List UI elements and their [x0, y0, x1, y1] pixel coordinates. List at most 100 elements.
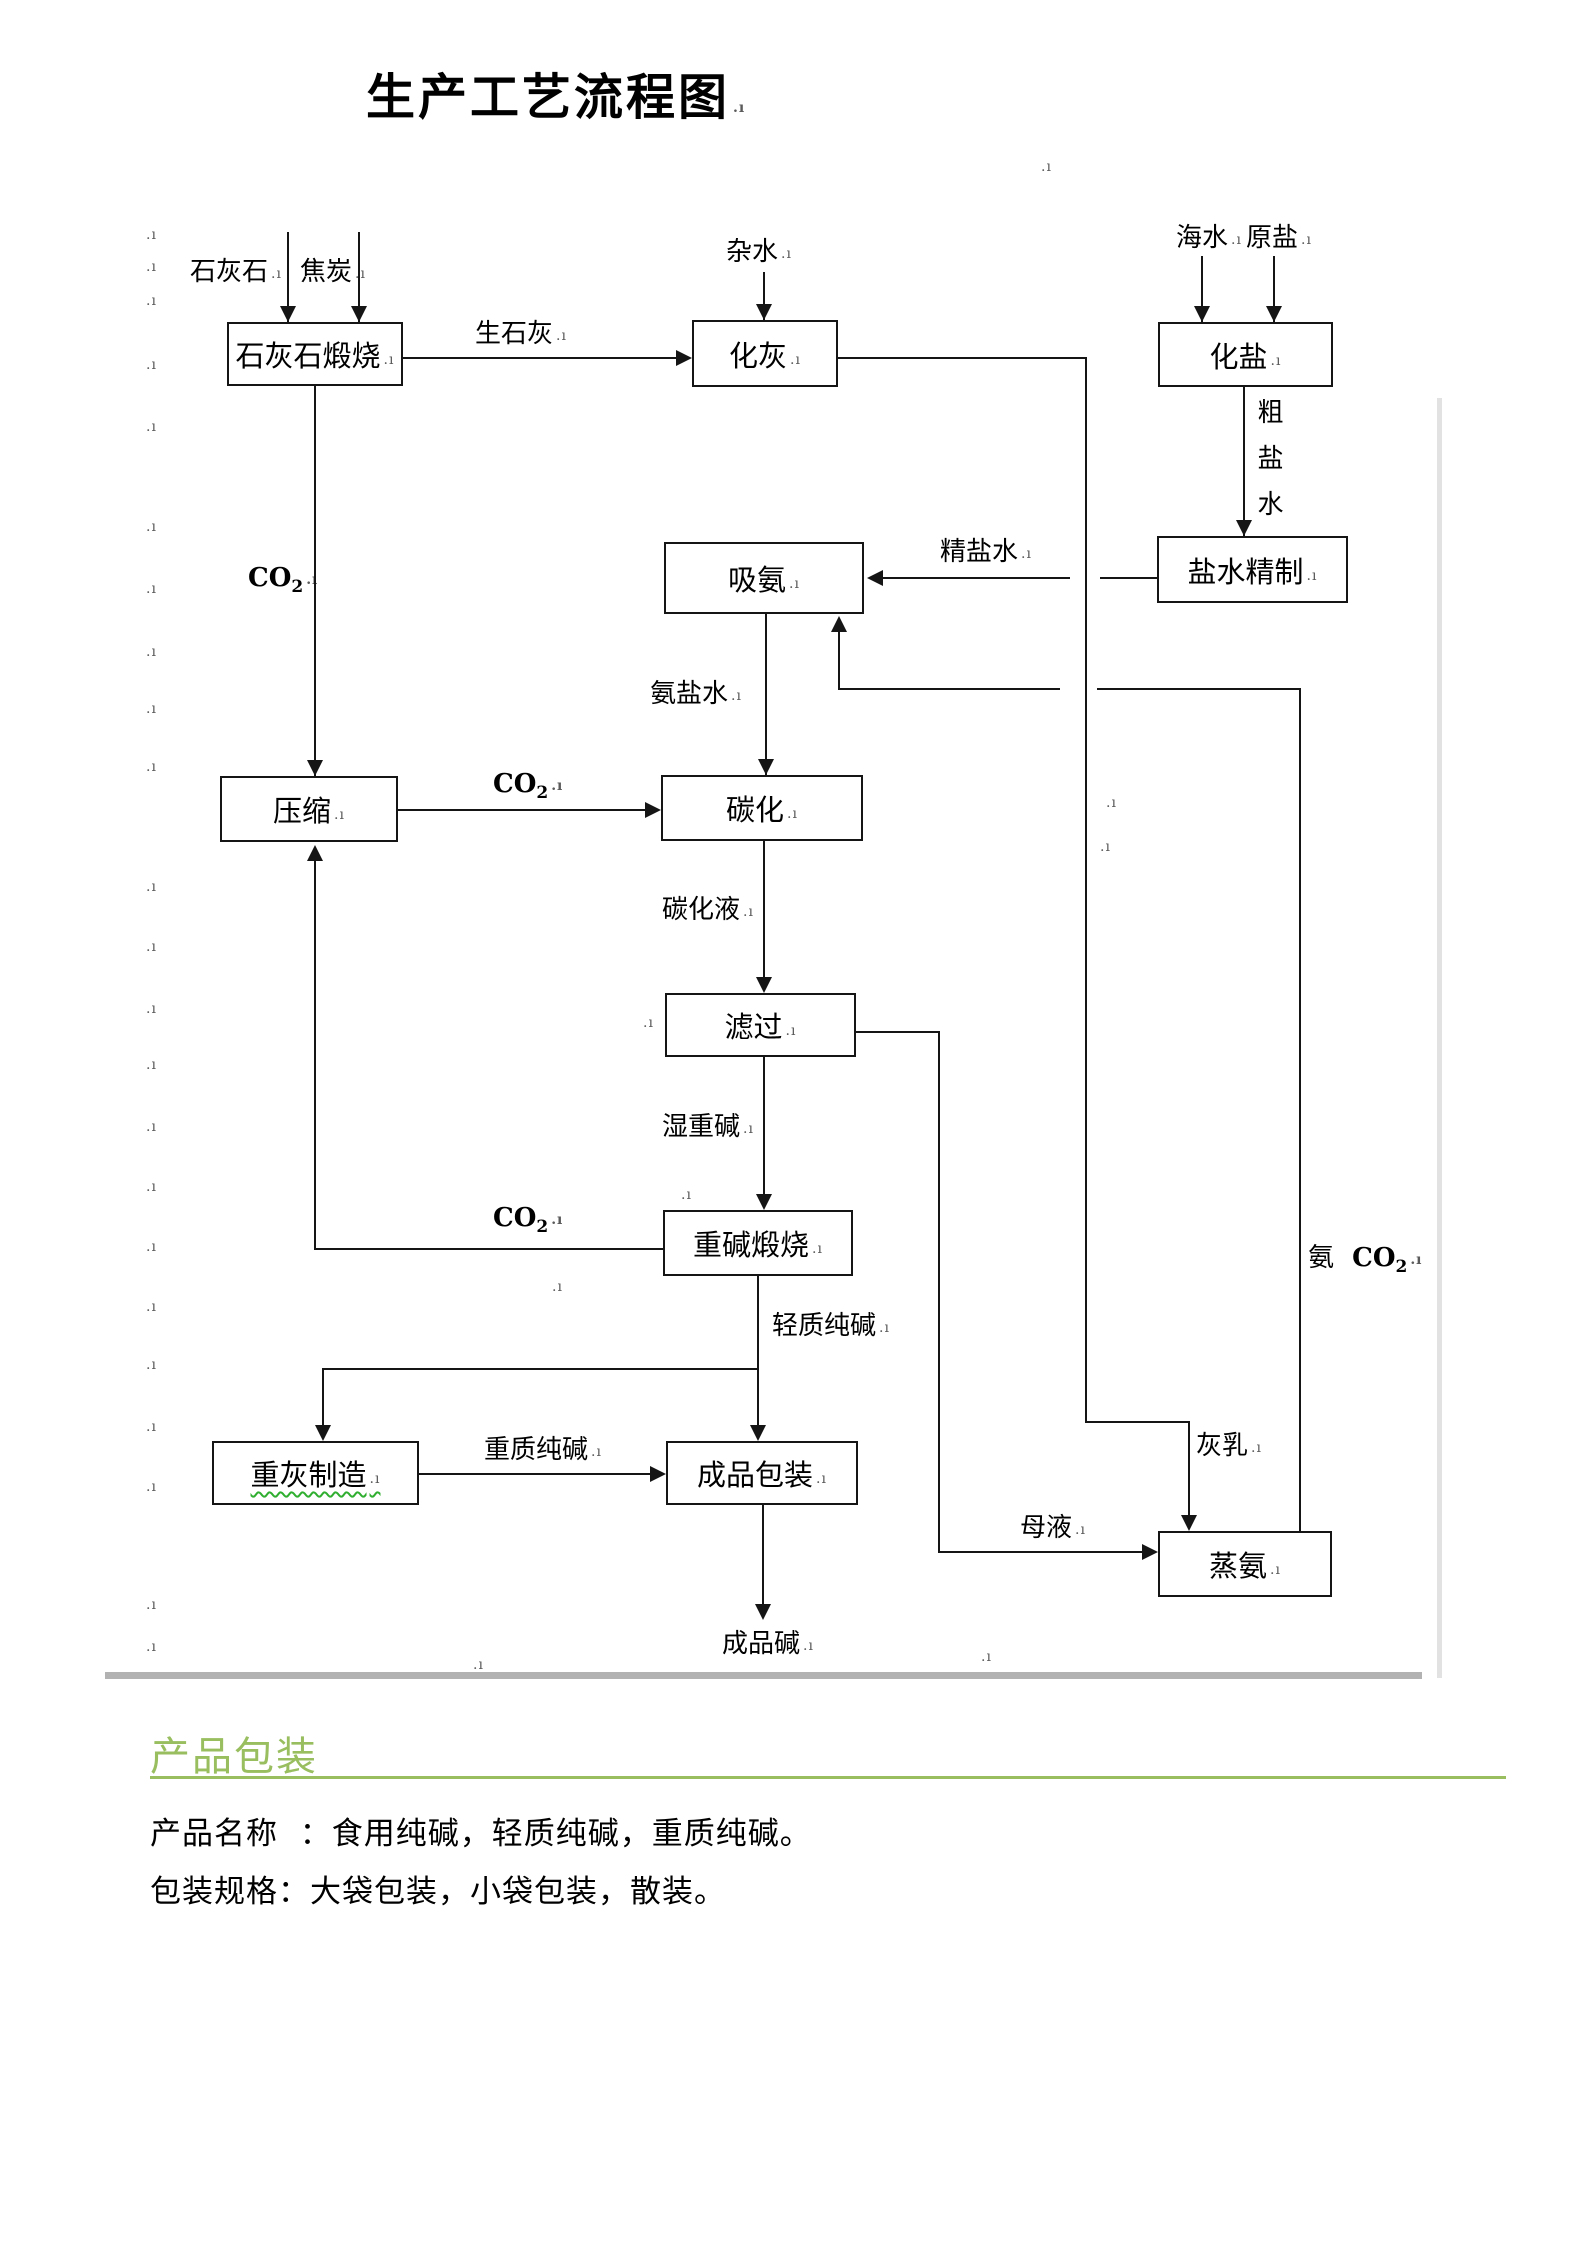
arrowhead [280, 306, 296, 325]
connector-line [838, 628, 840, 689]
arrowhead [645, 802, 664, 818]
arrowhead [864, 570, 883, 586]
arrowhead [315, 1425, 331, 1444]
format-mark: .ı [146, 879, 157, 895]
label-ammoniated-brine: 氨盐水.ı [650, 679, 742, 709]
connector-line [872, 577, 1070, 579]
format-mark: .ı [1041, 159, 1052, 175]
node-heavy-alkali-calcination: 重碱煅烧.ı [663, 1210, 853, 1276]
format-mark: .ı [1106, 795, 1117, 811]
format-mark: .ı [146, 644, 157, 660]
arrowhead [351, 306, 367, 325]
arrowhead [750, 1425, 766, 1444]
arrowhead [1266, 306, 1282, 325]
connector-line [314, 1248, 663, 1250]
format-mark: .ı [146, 519, 157, 535]
node-limestone-calcination: 石灰石煅烧.ı [227, 322, 403, 386]
arrowhead [831, 613, 847, 632]
connector-line [762, 1505, 764, 1605]
connector-line [1188, 1421, 1190, 1517]
connector-line [757, 1276, 759, 1426]
label-refined-brine: 精盐水.ı [940, 537, 1032, 567]
connector-line [403, 357, 678, 359]
connector-line [314, 386, 316, 776]
format-mark: .ı [146, 1479, 157, 1495]
format-mark: .ı [146, 357, 157, 373]
label-finished-soda: 成品碱.ı [722, 1629, 814, 1659]
label-lime-milk: 灰乳.ı [1196, 1431, 1262, 1461]
format-mark: .ı [146, 1239, 157, 1255]
format-mark: .ı [681, 1187, 692, 1203]
arrowhead [307, 842, 323, 861]
connector-line [1100, 577, 1157, 579]
packing-spec-line: 包装规格：大袋包装，小袋包装，散装。 [150, 1874, 726, 1910]
section-heading-rule [150, 1776, 1506, 1779]
connector-line [763, 841, 765, 979]
format-mark: .ı [146, 701, 157, 717]
connector-line [1201, 256, 1203, 322]
connector-line [287, 232, 289, 322]
connector-line [1085, 357, 1087, 1423]
label-coke: 焦炭.ı [300, 257, 366, 287]
label-wet-crude-bicarbonate: 湿重碱.ı [662, 1112, 754, 1142]
format-mark: .ı [146, 939, 157, 955]
connector-line [1085, 1421, 1190, 1423]
node-ammonia-distillation: 蒸氨.ı [1158, 1531, 1332, 1597]
format-mark: .ı [146, 1057, 157, 1073]
label-limestone: 石灰石.ı [190, 257, 282, 287]
label-light-soda-ash: 轻质纯碱.ı [772, 1311, 890, 1341]
label-raw-salt: 原盐.ı [1246, 223, 1312, 253]
arrowhead [1181, 1515, 1197, 1534]
arrowhead [755, 1604, 771, 1623]
arrowhead [1142, 1544, 1161, 1560]
format-mark: .ı [552, 1279, 563, 1295]
node-lime-slaking: 化灰.ı [692, 320, 838, 387]
format-mark: .ı [643, 1015, 654, 1031]
connector-line [938, 1551, 1144, 1553]
format-mark: .ı [146, 1357, 157, 1373]
arrowhead [756, 1194, 772, 1213]
label-misc-water: 杂水.ı [726, 237, 792, 267]
format-mark: .ı [146, 1001, 157, 1017]
label-mother-liquor: 母液.ı [1020, 1513, 1086, 1543]
label-heavy-soda-ash: 重质纯碱.ı [484, 1435, 602, 1465]
node-carbonation: 碳化.ı [661, 775, 863, 841]
label-co2-kiln-gas: CO2.ı [248, 563, 319, 598]
connector-line [856, 1031, 940, 1033]
format-mark: .ı [146, 419, 157, 435]
section-heading-product-packaging: 产品包装 [150, 1734, 318, 1780]
node-product-packing: 成品包装.ı [666, 1441, 858, 1505]
label-quicklime: 生石灰.ı [475, 319, 567, 349]
arrowhead [1194, 306, 1210, 325]
connector-line [358, 232, 360, 322]
node-brine-refining: 盐水精制.ı [1157, 536, 1348, 603]
format-mark: .ı [146, 759, 157, 775]
connector-line [763, 272, 765, 322]
arrowhead [650, 1466, 669, 1482]
format-mark: .ı [146, 227, 157, 243]
embedded-object-right-edge [1437, 398, 1442, 1678]
connector-line [322, 1368, 324, 1426]
connector-line [398, 809, 647, 811]
arrowhead [758, 759, 774, 778]
label-co2-return: CO2.ı [493, 1203, 564, 1238]
connector-line [765, 614, 767, 775]
format-mark: .ı [146, 1299, 157, 1315]
format-mark: .ı [146, 1639, 157, 1655]
format-mark: .ı [146, 1179, 157, 1195]
node-compression: 压缩.ı [220, 776, 398, 842]
format-mark: .ı [146, 259, 157, 275]
connector-line [1097, 688, 1301, 690]
product-name-line: 产品名称 ：食用纯碱，轻质纯碱，重质纯碱。 [150, 1816, 812, 1852]
node-ammonia-absorption: 吸氨.ı [664, 542, 864, 614]
label-crude-brine: 粗盐水 [1253, 398, 1283, 536]
label-ammonia-co2: 氨 CO2.ı [1308, 1243, 1423, 1278]
format-mark: .ı [981, 1649, 992, 1665]
format-mark: .ı [146, 1419, 157, 1435]
label-co2-compressed: CO2.ı [493, 769, 564, 804]
connector-line [314, 856, 316, 1250]
format-mark: .ı [146, 581, 157, 597]
format-mark: .ı [146, 1597, 157, 1613]
embedded-object-bottom-edge [105, 1672, 1422, 1679]
